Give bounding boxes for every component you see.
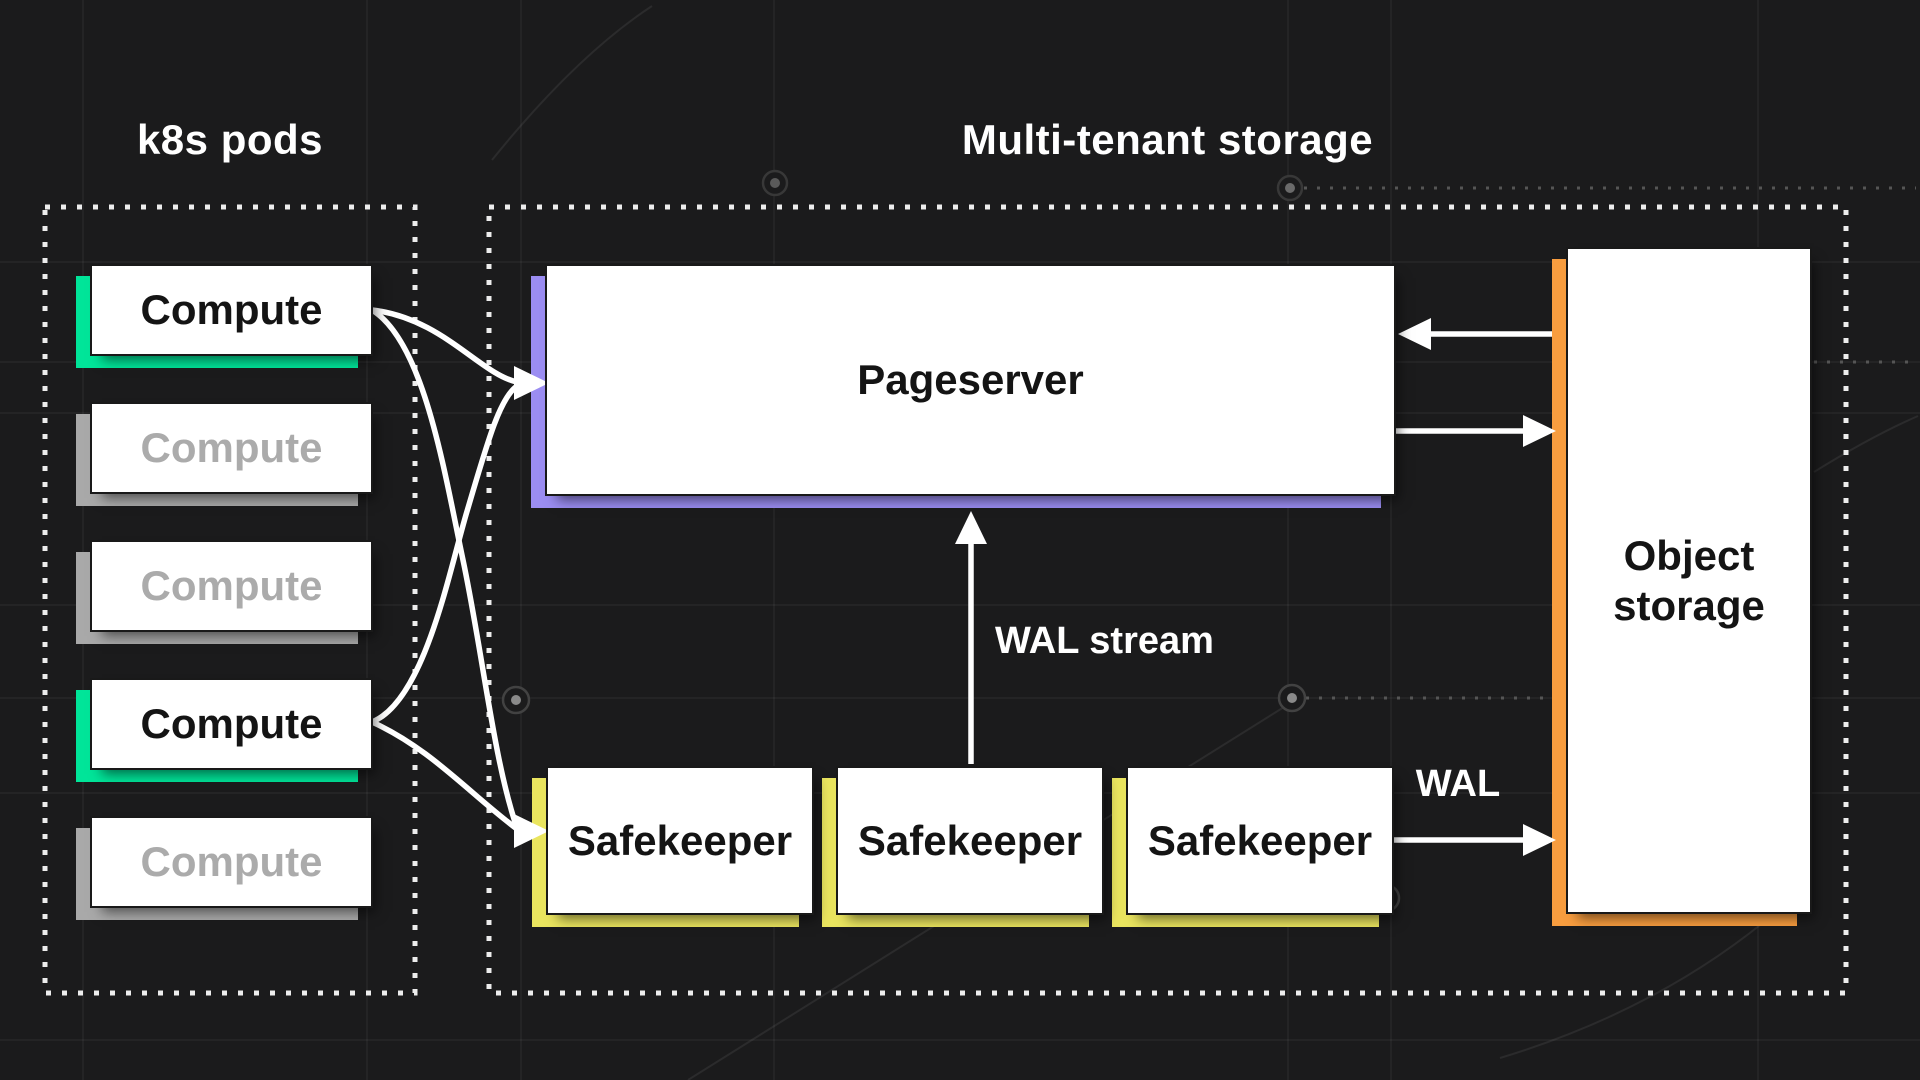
safekeeper-box-2: Safekeeper — [822, 768, 1102, 927]
k8s-pods-title: k8s pods — [136, 116, 324, 163]
compute-accent-gray — [76, 414, 358, 506]
safekeeper-box-3: Safekeeper — [1112, 768, 1392, 927]
object-storage-label: Object storage — [1613, 531, 1765, 629]
compute-accent-gray — [76, 552, 358, 644]
pageserver-label: Pageserver — [857, 356, 1084, 404]
compute-label: Compute — [140, 424, 323, 472]
compute-box-5: Compute — [76, 818, 371, 920]
object-storage-box: Object storage — [1552, 249, 1810, 926]
wal-stream-label: WAL stream — [995, 620, 1214, 662]
safekeeper-label: Safekeeper — [1147, 816, 1373, 864]
pageserver-box: Pageserver — [531, 266, 1394, 508]
compute-label: Compute — [140, 700, 323, 748]
compute-box-3: Compute — [76, 542, 371, 644]
safekeeper-accent-yellow — [822, 778, 1089, 927]
wal-label: WAL — [1415, 763, 1501, 805]
multi-tenant-storage-title: Multi-tenant storage — [961, 116, 1374, 163]
compute-accent-green — [76, 276, 358, 368]
compute-label: Compute — [140, 562, 323, 610]
safekeeper-label: Safekeeper — [567, 816, 793, 864]
compute-label: Compute — [140, 286, 323, 334]
compute-accent-gray — [76, 828, 358, 920]
compute-box-2: Compute — [76, 404, 371, 506]
compute-label: Compute — [140, 838, 323, 886]
compute-box-1: Compute — [76, 266, 371, 368]
safekeeper-box-1: Safekeeper — [532, 768, 812, 927]
compute-accent-green — [76, 690, 358, 782]
safekeeper-accent-yellow — [1112, 778, 1379, 927]
safekeeper-label: Safekeeper — [857, 816, 1083, 864]
compute-box-4: Compute — [76, 680, 371, 782]
